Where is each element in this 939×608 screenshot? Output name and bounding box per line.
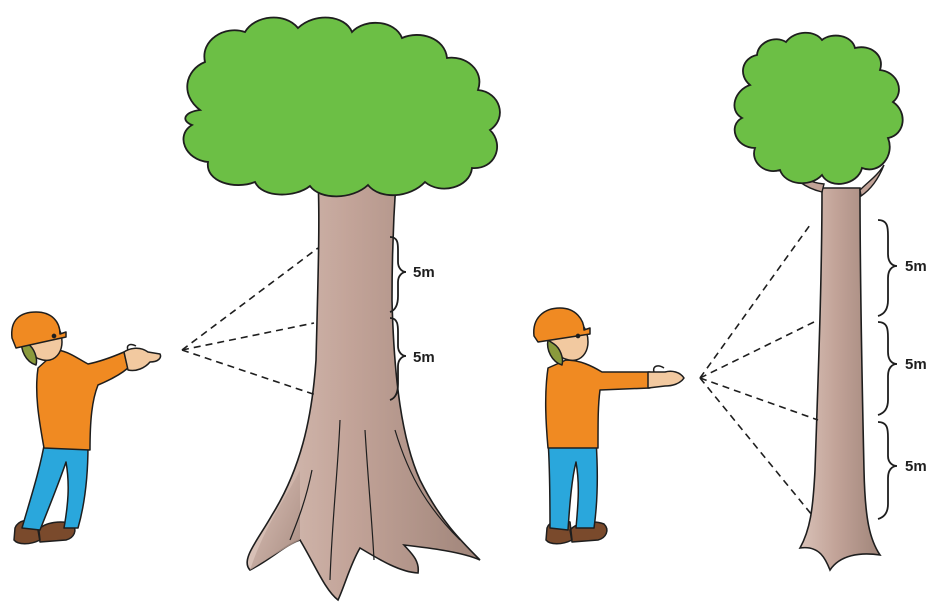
left-worker-jeans bbox=[21, 439, 89, 531]
right-brace-2 bbox=[877, 321, 898, 416]
slim-tree-canopy bbox=[733, 31, 904, 185]
left-sight-line-top bbox=[181, 247, 319, 351]
left-worker-arm bbox=[123, 347, 162, 372]
right-brace-3 bbox=[877, 421, 898, 520]
slim-tree-trunk bbox=[798, 187, 882, 572]
large-buttress-tree bbox=[182, 16, 501, 602]
left-brace-2 bbox=[389, 317, 407, 401]
right-sight-line-1 bbox=[699, 224, 811, 379]
right-worker-shirt bbox=[544, 359, 651, 449]
left-measure-braces bbox=[389, 236, 407, 401]
left-brace-1 bbox=[389, 236, 407, 313]
right-label-5m-top: 5m bbox=[905, 258, 927, 275]
right-worker-hardhat-icon bbox=[533, 307, 591, 343]
large-tree-root-flare bbox=[250, 470, 300, 570]
left-worker bbox=[11, 311, 162, 545]
left-sight-line-bottom bbox=[181, 349, 317, 396]
left-worker-eye bbox=[51, 333, 57, 339]
left-label-5m-upper: 5m bbox=[413, 264, 435, 281]
right-label-5m-middle: 5m bbox=[905, 356, 927, 373]
right-brace-1 bbox=[877, 219, 898, 317]
left-sight-line-middle bbox=[181, 322, 315, 351]
left-scene: 5m 5m bbox=[11, 16, 501, 602]
right-worker-eye bbox=[575, 333, 581, 339]
left-label-5m-lower: 5m bbox=[413, 349, 435, 366]
right-worker-hair bbox=[546, 339, 564, 366]
large-tree-canopy bbox=[182, 16, 501, 198]
right-worker-arm bbox=[647, 370, 685, 389]
left-worker-thumb bbox=[126, 343, 137, 351]
right-measure-braces bbox=[877, 219, 898, 520]
right-worker-jeans bbox=[547, 439, 599, 531]
right-label-5m-bottom: 5m bbox=[905, 458, 927, 475]
right-scene: 5m 5m 5m bbox=[533, 31, 927, 572]
slim-tree bbox=[733, 31, 904, 572]
left-worker-hardhat-icon bbox=[11, 311, 67, 349]
left-sight-lines bbox=[181, 247, 319, 396]
right-sight-line-3 bbox=[699, 377, 819, 421]
left-worker-shirt bbox=[35, 349, 129, 451]
right-sight-lines bbox=[699, 224, 819, 516]
right-sight-line-4 bbox=[699, 377, 813, 516]
right-sight-line-2 bbox=[699, 319, 819, 379]
right-worker bbox=[533, 307, 685, 545]
large-tree-trunk bbox=[246, 179, 481, 602]
large-tree-bark-lines bbox=[289, 419, 461, 581]
right-worker-thumb bbox=[652, 365, 665, 373]
